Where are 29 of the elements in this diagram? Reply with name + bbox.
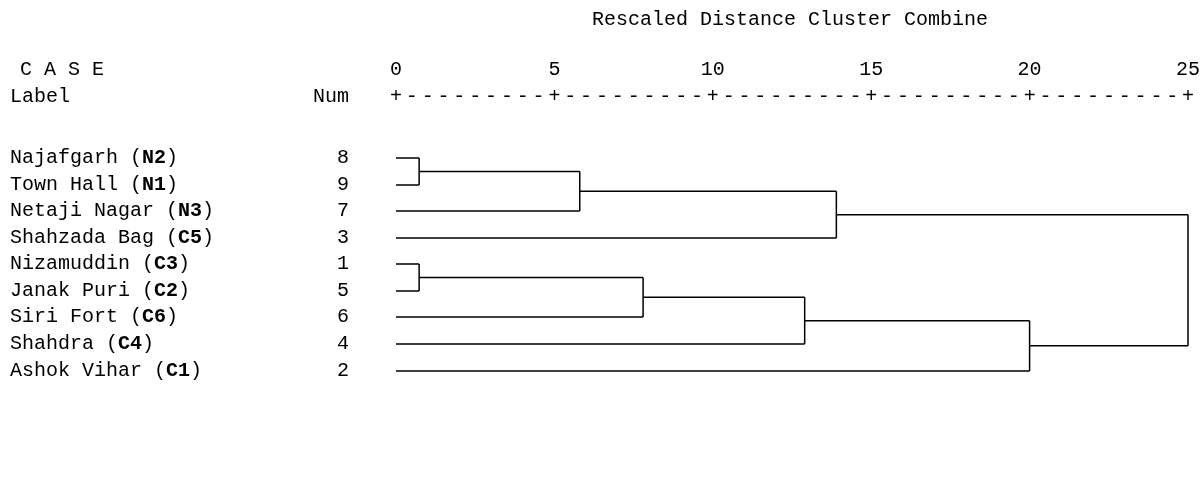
case-label: Shahdra (C4) <box>10 332 155 356</box>
case-number: 4 <box>337 332 349 356</box>
axis-tick-label: 5 <box>548 58 561 82</box>
case-label: Siri Fort (C6) <box>10 305 179 329</box>
column-heading: Num <box>313 85 349 109</box>
case-label: Nizamuddin (C3) <box>10 252 191 276</box>
axis-tick-label: 20 <box>1017 58 1042 82</box>
column-heading: Label <box>10 85 70 109</box>
case-number: 1 <box>337 252 349 276</box>
axis-tick-label: 15 <box>859 58 884 82</box>
axis-tick-label: 25 <box>1176 58 1200 82</box>
case-number: 2 <box>337 359 349 383</box>
case-number: 5 <box>337 279 349 303</box>
case-label: Ashok Vihar (C1) <box>10 359 203 383</box>
case-label: Shahzada Bag (C5) <box>10 226 215 250</box>
case-number: 6 <box>337 305 349 329</box>
case-label: Najafgarh (N2) <box>10 146 179 170</box>
case-number: 9 <box>337 173 349 197</box>
axis-tick-label: 0 <box>390 58 402 82</box>
axis-tick-label: 10 <box>700 58 725 82</box>
case-label: Town Hall (N1) <box>10 173 179 197</box>
chart-title: Rescaled Distance Cluster Combine <box>592 8 989 32</box>
case-number: 3 <box>337 226 349 250</box>
case-label: Netaji Nagar (N3) <box>10 199 215 223</box>
case-number: 8 <box>337 146 349 170</box>
column-heading: C A S E <box>20 58 104 82</box>
case-label: Janak Puri (C2) <box>10 279 191 303</box>
case-number: 7 <box>337 199 349 223</box>
axis-scale: +---------+---------+---------+---------+---------+ <box>390 85 1198 109</box>
